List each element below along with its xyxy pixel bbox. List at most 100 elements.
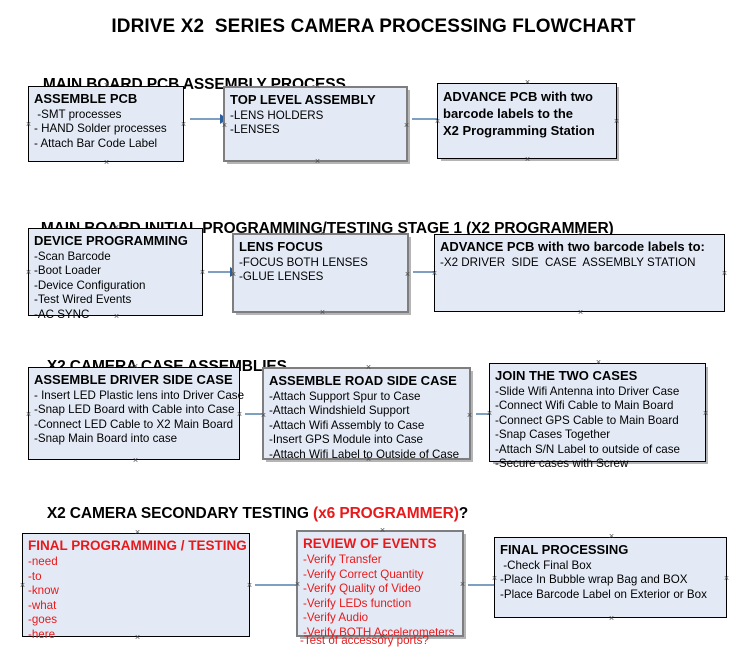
resize-handle-bottom[interactable] bbox=[365, 456, 372, 463]
box-advance-pcb-driver-side[interactable]: ADVANCE PCB with two barcode labels to: … bbox=[434, 234, 725, 312]
box-line: -Check Final Box bbox=[500, 558, 592, 572]
box-line: -Secure cases with Screw bbox=[495, 457, 629, 471]
resize-handle-left[interactable] bbox=[491, 575, 498, 582]
box-review-of-events[interactable]: REVIEW OF EVENTS -Verify Transfer -Verif… bbox=[294, 527, 466, 639]
box-device-programming[interactable]: DEVICE PROGRAMMING -Scan Barcode -Boot L… bbox=[25, 228, 206, 321]
resize-handle-right[interactable] bbox=[246, 582, 253, 589]
box-line: -Verify Transfer bbox=[303, 553, 382, 567]
box-line: -LENSES bbox=[230, 123, 280, 137]
box-advance-pcb-programming-station[interactable]: ADVANCE PCB with two barcode labels to t… bbox=[437, 83, 617, 159]
resize-handle-left[interactable] bbox=[25, 411, 32, 418]
resize-handle-right[interactable] bbox=[404, 271, 411, 278]
resize-handle-right[interactable] bbox=[199, 269, 206, 276]
resize-handle-top[interactable] bbox=[608, 533, 615, 540]
box-title: JOIN THE TWO CASES bbox=[495, 368, 638, 383]
resize-handle-top[interactable] bbox=[113, 224, 120, 231]
box-assemble-pcb[interactable]: ASSEMBLE PCB -SMT processes - HAND Solde… bbox=[28, 86, 184, 162]
box-review-of-events-overflow-line: -Test of accessory ports? bbox=[300, 634, 429, 647]
resize-handle-right[interactable] bbox=[403, 122, 410, 129]
resize-handle-bottom[interactable] bbox=[132, 457, 139, 464]
connector-shaft bbox=[190, 118, 220, 120]
resize-handle-left[interactable] bbox=[431, 270, 438, 277]
resize-handle-right[interactable] bbox=[702, 410, 709, 417]
box-line: -know bbox=[28, 584, 59, 598]
resize-handle-bottom[interactable] bbox=[524, 156, 531, 163]
resize-handle-left[interactable] bbox=[221, 122, 228, 129]
section-header-4-accent: (x6 PROGRAMMER) bbox=[313, 505, 459, 522]
resize-handle-bottom[interactable] bbox=[134, 634, 141, 641]
resize-handle-top[interactable] bbox=[319, 230, 326, 237]
box-line: -Verify Audio bbox=[303, 611, 369, 625]
resize-handle-left[interactable] bbox=[486, 410, 493, 417]
resize-handle-right[interactable] bbox=[236, 411, 243, 418]
resize-handle-bottom[interactable] bbox=[608, 615, 615, 622]
box-line: -AC SYNC bbox=[34, 307, 90, 321]
resize-handle-right[interactable] bbox=[466, 412, 473, 419]
resize-handle-left[interactable] bbox=[294, 581, 301, 588]
box-title: ASSEMBLE PCB bbox=[34, 91, 138, 106]
resize-handle-bottom[interactable] bbox=[595, 459, 602, 466]
box-final-programming-testing[interactable]: FINAL PROGRAMMING / TESTING -need -to -k… bbox=[19, 533, 253, 641]
box-line: -SMT processes bbox=[34, 107, 122, 121]
box-line: -LENS HOLDERS bbox=[230, 108, 324, 122]
resize-handle-top[interactable] bbox=[103, 82, 110, 89]
box-title: DEVICE PROGRAMMING bbox=[34, 233, 188, 248]
resize-handle-right[interactable] bbox=[721, 270, 728, 277]
resize-handle-right[interactable] bbox=[180, 121, 187, 128]
box-line: -Connect LED Cable to X2 Main Board bbox=[34, 417, 234, 431]
box-line: -Place Barcode Label on Exterior or Box bbox=[500, 587, 707, 601]
box-lens-focus[interactable]: LENS FOCUS -FOCUS BOTH LENSES -GLUE LENS… bbox=[232, 233, 409, 313]
resize-handle-top[interactable] bbox=[577, 230, 584, 237]
page-title: IDRIVE X2 SERIES CAMERA PROCESSING FLOWC… bbox=[111, 16, 636, 37]
box-assemble-road-side-case[interactable]: ASSEMBLE ROAD SIDE CASE -Attach Support … bbox=[260, 364, 473, 463]
resize-handle-left[interactable] bbox=[260, 412, 267, 419]
resize-handle-bottom[interactable] bbox=[319, 309, 326, 316]
box-final-processing[interactable]: FINAL PROCESSING -Check Final Box -Place… bbox=[494, 537, 727, 618]
box-line: -need bbox=[28, 555, 58, 569]
box-line: -X2 DRIVER SIDE CASE ASSEMBLY STATION bbox=[440, 255, 696, 269]
box-line: - HAND Solder processes bbox=[34, 122, 167, 136]
resize-handle-top[interactable] bbox=[595, 359, 602, 366]
resize-handle-top[interactable] bbox=[365, 364, 372, 371]
resize-handle-right[interactable] bbox=[613, 118, 620, 125]
resize-handle-left[interactable] bbox=[19, 582, 26, 589]
resize-handle-right[interactable] bbox=[723, 575, 730, 582]
box-join-the-two-cases[interactable]: JOIN THE TWO CASES -Slide Wifi Antenna i… bbox=[486, 363, 709, 470]
box-title: ASSEMBLE ROAD SIDE CASE bbox=[269, 373, 457, 388]
resize-handle-bottom[interactable] bbox=[103, 159, 110, 166]
box-line: -Verify BOTH Accelerometers bbox=[303, 625, 455, 639]
box-line: -Verify Correct Quantity bbox=[303, 567, 424, 581]
box-line: -FOCUS BOTH LENSES bbox=[239, 255, 368, 269]
resize-handle-left[interactable] bbox=[25, 121, 32, 128]
resize-handle-top[interactable] bbox=[379, 527, 386, 534]
resize-handle-bottom[interactable] bbox=[113, 313, 120, 320]
box-assemble-driver-side-case[interactable]: ASSEMBLE DRIVER SIDE CASE - Insert LED P… bbox=[25, 367, 245, 460]
section-header-4-tail: ? bbox=[458, 505, 469, 522]
box-line: -Connect Wifi Cable to Main Board bbox=[495, 399, 674, 413]
resize-handle-top[interactable] bbox=[132, 363, 139, 370]
box-title: FINAL PROGRAMMING / TESTING bbox=[28, 538, 247, 553]
box-title: FINAL PROCESSING bbox=[500, 542, 629, 557]
box-title: REVIEW OF EVENTS bbox=[303, 536, 437, 551]
box-line: - Attach Bar Code Label bbox=[34, 136, 158, 150]
box-line: -Attach Wifi Assembly to Case bbox=[269, 418, 425, 432]
resize-handle-left[interactable] bbox=[434, 118, 441, 125]
box-line: -here bbox=[28, 627, 56, 641]
resize-handle-bottom[interactable] bbox=[577, 309, 584, 316]
box-line: - Insert LED Plastic lens into Driver Ca… bbox=[34, 388, 245, 402]
resize-handle-right[interactable] bbox=[459, 581, 466, 588]
box-line: -Boot Loader bbox=[34, 264, 102, 278]
resize-handle-bottom[interactable] bbox=[314, 158, 321, 165]
resize-handle-left[interactable] bbox=[230, 271, 237, 278]
box-line: -Attach S/N Label to outside of case bbox=[495, 442, 680, 456]
resize-handle-left[interactable] bbox=[25, 269, 32, 276]
box-title: ADVANCE PCB with two barcode labels to t… bbox=[443, 89, 595, 139]
box-line: -Attach Support Spur to Case bbox=[269, 389, 421, 403]
resize-handle-top[interactable] bbox=[314, 83, 321, 90]
box-line: -to bbox=[28, 569, 42, 583]
box-top-level-assembly[interactable]: TOP LEVEL ASSEMBLY -LENS HOLDERS -LENSES bbox=[223, 86, 408, 162]
resize-handle-top[interactable] bbox=[524, 79, 531, 86]
box-line: -Slide Wifi Antenna into Driver Case bbox=[495, 384, 680, 398]
resize-handle-top[interactable] bbox=[134, 529, 141, 536]
section-header-4: X2 CAMERA SECONDARY TESTING (x6 PROGRAMM… bbox=[30, 487, 468, 541]
